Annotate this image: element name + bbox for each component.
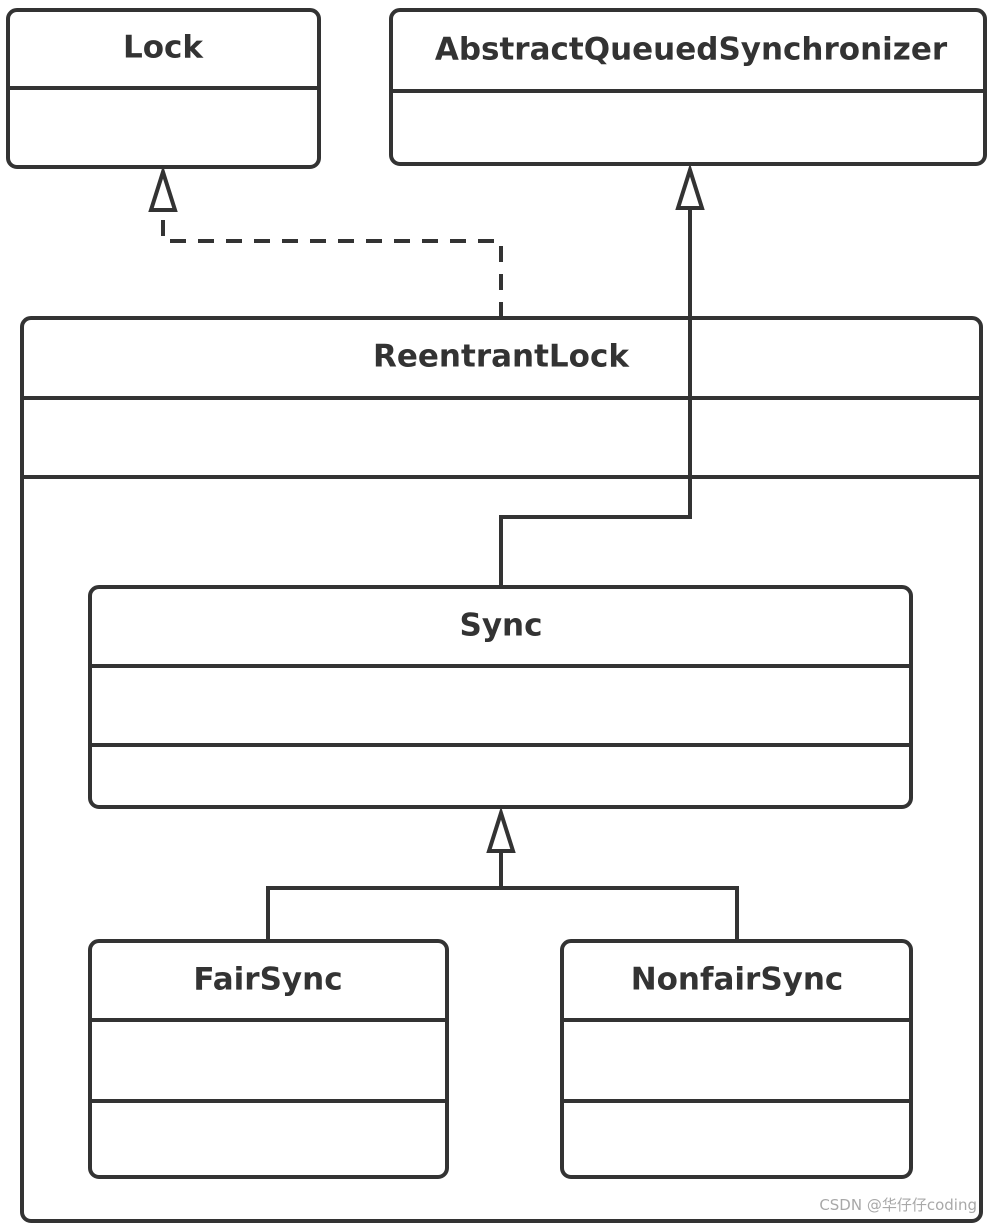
edge-subclasses-extend-sync	[266, 806, 739, 941]
class-nonfair-sync-name: NonfairSync	[631, 962, 844, 998]
class-reentrant-lock-name: ReentrantLock	[373, 339, 630, 375]
class-sync[interactable]: Sync	[88, 585, 913, 809]
generalization-arrowhead	[675, 163, 705, 210]
class-lock[interactable]: Lock	[6, 8, 321, 169]
class-lock-name: Lock	[123, 30, 204, 66]
class-aqs-box	[389, 8, 987, 166]
edge-reentrantlock-realizes-lock	[148, 165, 503, 318]
class-fair-sync[interactable]: FairSync	[88, 939, 449, 1179]
class-aqs[interactable]: AbstractQueuedSynchronizer	[389, 8, 987, 166]
class-nonfair-sync[interactable]: NonfairSync	[560, 939, 913, 1179]
class-fair-sync-name: FairSync	[193, 962, 342, 998]
generalization-arrowhead	[486, 806, 516, 853]
realization-line	[161, 210, 503, 318]
generalization-line	[499, 208, 692, 587]
class-sync-name: Sync	[460, 608, 543, 644]
class-aqs-name: AbstractQueuedSynchronizer	[435, 32, 948, 68]
edge-sync-extends-aqs	[499, 163, 705, 587]
realization-arrowhead	[148, 165, 178, 212]
watermark: CSDN @华仔仔coding	[819, 1196, 977, 1214]
